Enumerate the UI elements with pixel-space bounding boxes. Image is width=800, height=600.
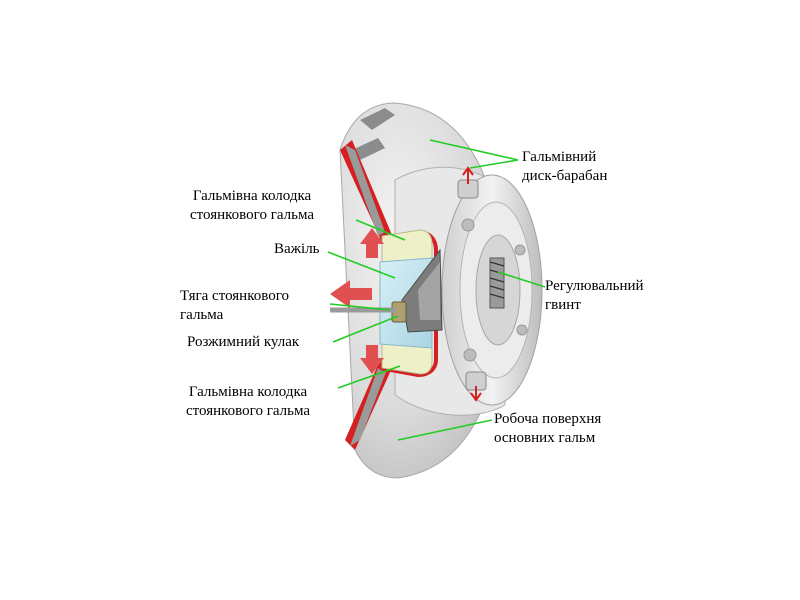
label-parking-shoe-top-line2: стоянкового гальма xyxy=(190,207,315,223)
leader-parking-shoe-top xyxy=(355,219,406,241)
label-working-surface-line2: основних гальм xyxy=(494,430,596,446)
hub-bolt-hole xyxy=(461,218,475,232)
hub-bolt-hole xyxy=(516,324,528,336)
label-adjusting-screw-line1: Регулювальний xyxy=(545,278,644,294)
label-adjusting-screw: Регулювальний гвинт xyxy=(545,277,644,315)
hub-bolt-hole xyxy=(514,244,526,256)
label-parking-rod: Тяга стоянкового гальма xyxy=(180,287,289,325)
adjusting-screw-thread xyxy=(489,261,505,299)
label-parking-shoe-bottom-line1: Гальмівна колодка xyxy=(188,384,308,400)
leader-lever xyxy=(327,251,396,279)
leader-parking-rod xyxy=(329,303,391,311)
label-parking-shoe-bottom-line2: стоянкового гальма xyxy=(186,403,311,419)
label-working-surface-line1: Робоча поверхня xyxy=(494,411,602,427)
label-working-surface: Робоча поверхня основних гальм xyxy=(494,410,601,448)
arrow-up xyxy=(360,228,384,258)
label-parking-shoe-top-line1: Гальмівна колодка xyxy=(192,188,312,204)
disc-edge-top xyxy=(345,145,385,236)
disc-vent-edge xyxy=(352,108,395,160)
bottom-parking-shoe xyxy=(381,339,433,375)
label-expander-cam: Розжимний кулак xyxy=(187,333,299,352)
leader-disc-drum xyxy=(429,139,519,169)
top-spring-red-arrow xyxy=(462,166,474,184)
label-disc-drum: Гальмівний диск-барабан xyxy=(522,148,607,186)
label-lever-line1: Важіль xyxy=(274,241,320,257)
leader-working-surface xyxy=(397,419,493,441)
label-expander-cam-line1: Розжимний кулак xyxy=(187,334,300,350)
hub-bolt-hole xyxy=(463,348,477,362)
label-disc-drum-line2: диск-барабан xyxy=(522,168,608,184)
disc-edge-bottom xyxy=(350,368,386,446)
backing-plate-highlight xyxy=(418,262,440,320)
label-parking-rod-line2: гальма xyxy=(180,307,224,323)
label-lever: Важіль xyxy=(274,240,320,259)
label-parking-rod-line1: Тяга стоянкового xyxy=(180,288,289,304)
leader-adjusting-screw xyxy=(497,271,546,288)
leader-lines xyxy=(327,139,546,441)
label-parking-shoe-bottom: Гальмівна колодка стоянкового гальма xyxy=(186,383,310,421)
motion-arrows xyxy=(330,228,384,374)
label-disc-drum-line1: Гальмівний xyxy=(522,149,597,165)
hub-flange xyxy=(441,166,543,406)
label-parking-shoe-top: Гальмівна колодка стоянкового гальма xyxy=(190,187,314,225)
label-adjusting-screw-line2: гвинт xyxy=(545,297,581,313)
arrow-down xyxy=(360,345,384,374)
arrow-left xyxy=(330,280,372,308)
bottom-spring-red-arrow xyxy=(470,386,482,402)
leader-expander-cam xyxy=(332,315,399,343)
leader-parking-shoe-bottom xyxy=(337,365,401,389)
